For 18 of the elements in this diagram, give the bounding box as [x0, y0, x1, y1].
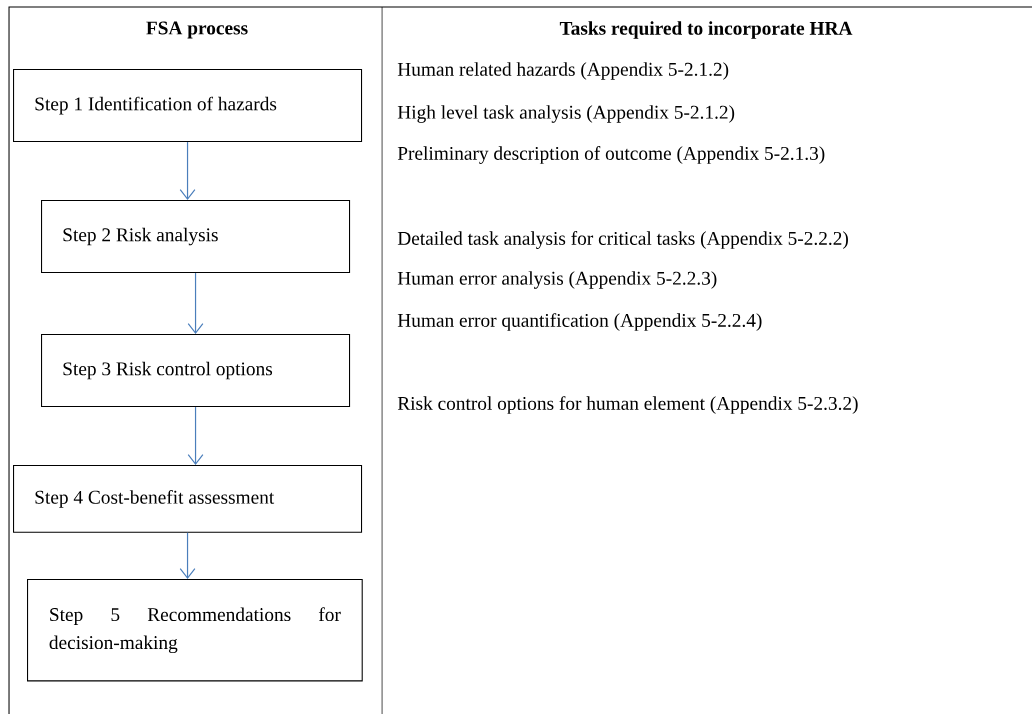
step-box: Step 4 Cost-benefit assessment	[13, 465, 363, 533]
task-text: Human error analysis (Appendix 5-2.2.3)	[397, 271, 717, 289]
task-text: Preliminary description of outcome (Appendix 5-2.1.3)	[397, 146, 825, 164]
task-text: Human related hazards (Appendix 5-2.1.2)	[397, 62, 729, 80]
arrow	[179, 141, 196, 200]
column-heading: FSA process	[146, 21, 248, 39]
task-text: Risk control options for human element (Appendix 5-2.3.2)	[397, 396, 858, 414]
task-text: High level task analysis (Appendix 5-2.1.2)	[397, 105, 735, 123]
step-box: Step 2 Risk analysis	[41, 200, 351, 274]
step-box: Step 3 Risk control options	[41, 334, 351, 408]
step-box: Step 1 Identification of hazards	[13, 69, 363, 143]
task-text: Detailed task analysis for critical tasks (Appendix 5-2.2.2)	[397, 231, 848, 249]
step-box: Step 5 Recommendations for decision-making	[27, 579, 363, 682]
arrow	[187, 406, 204, 465]
task-text: Human error quantification (Appendix 5-2.2.4)	[397, 313, 762, 331]
arrow	[187, 272, 204, 334]
column-heading: Tasks required to incorporate HRA	[559, 21, 853, 39]
arrow	[179, 532, 196, 579]
